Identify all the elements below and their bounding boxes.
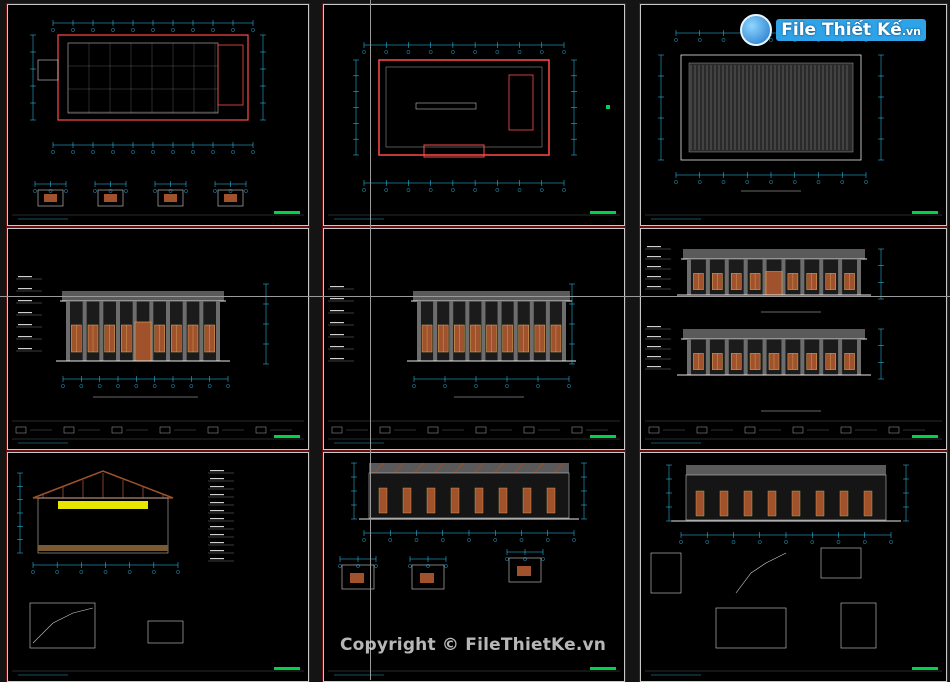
drawing-rear-and-side-elevations [645, 246, 942, 444]
crosshair-horizontal [0, 296, 950, 297]
copyright-watermark: Copyright © FileThietKe.vn [340, 635, 607, 655]
sheet-ground-floor-plan [7, 4, 309, 226]
sheet-section-bb [323, 452, 625, 682]
drawing-front-elevation [12, 276, 304, 444]
crosshair-vertical [370, 0, 371, 680]
drawing-foundation-plan [328, 42, 620, 220]
sheet-rear-and-side-elevations [640, 228, 947, 450]
logo-domain: .vn [901, 25, 921, 38]
filethietke-logo: File Thiết Kế.vn [740, 14, 926, 46]
logo-brand: File Thiết Kế [781, 20, 902, 40]
sheet-roof-plan [640, 4, 947, 226]
sheet-section-cc [640, 452, 947, 682]
drawing-side-elevation [328, 283, 620, 444]
logo-globe-icon [740, 14, 773, 46]
sheet-side-elevation [323, 228, 625, 450]
sheet-foundation-plan [323, 4, 625, 226]
drawing-section-bb [328, 462, 620, 676]
drawing-section-aa [12, 470, 304, 676]
drawing-section-cc [645, 464, 942, 676]
sheet-front-elevation [7, 228, 309, 450]
sheet-section-aa [7, 452, 309, 682]
drawing-ground-floor-plan [12, 20, 304, 220]
